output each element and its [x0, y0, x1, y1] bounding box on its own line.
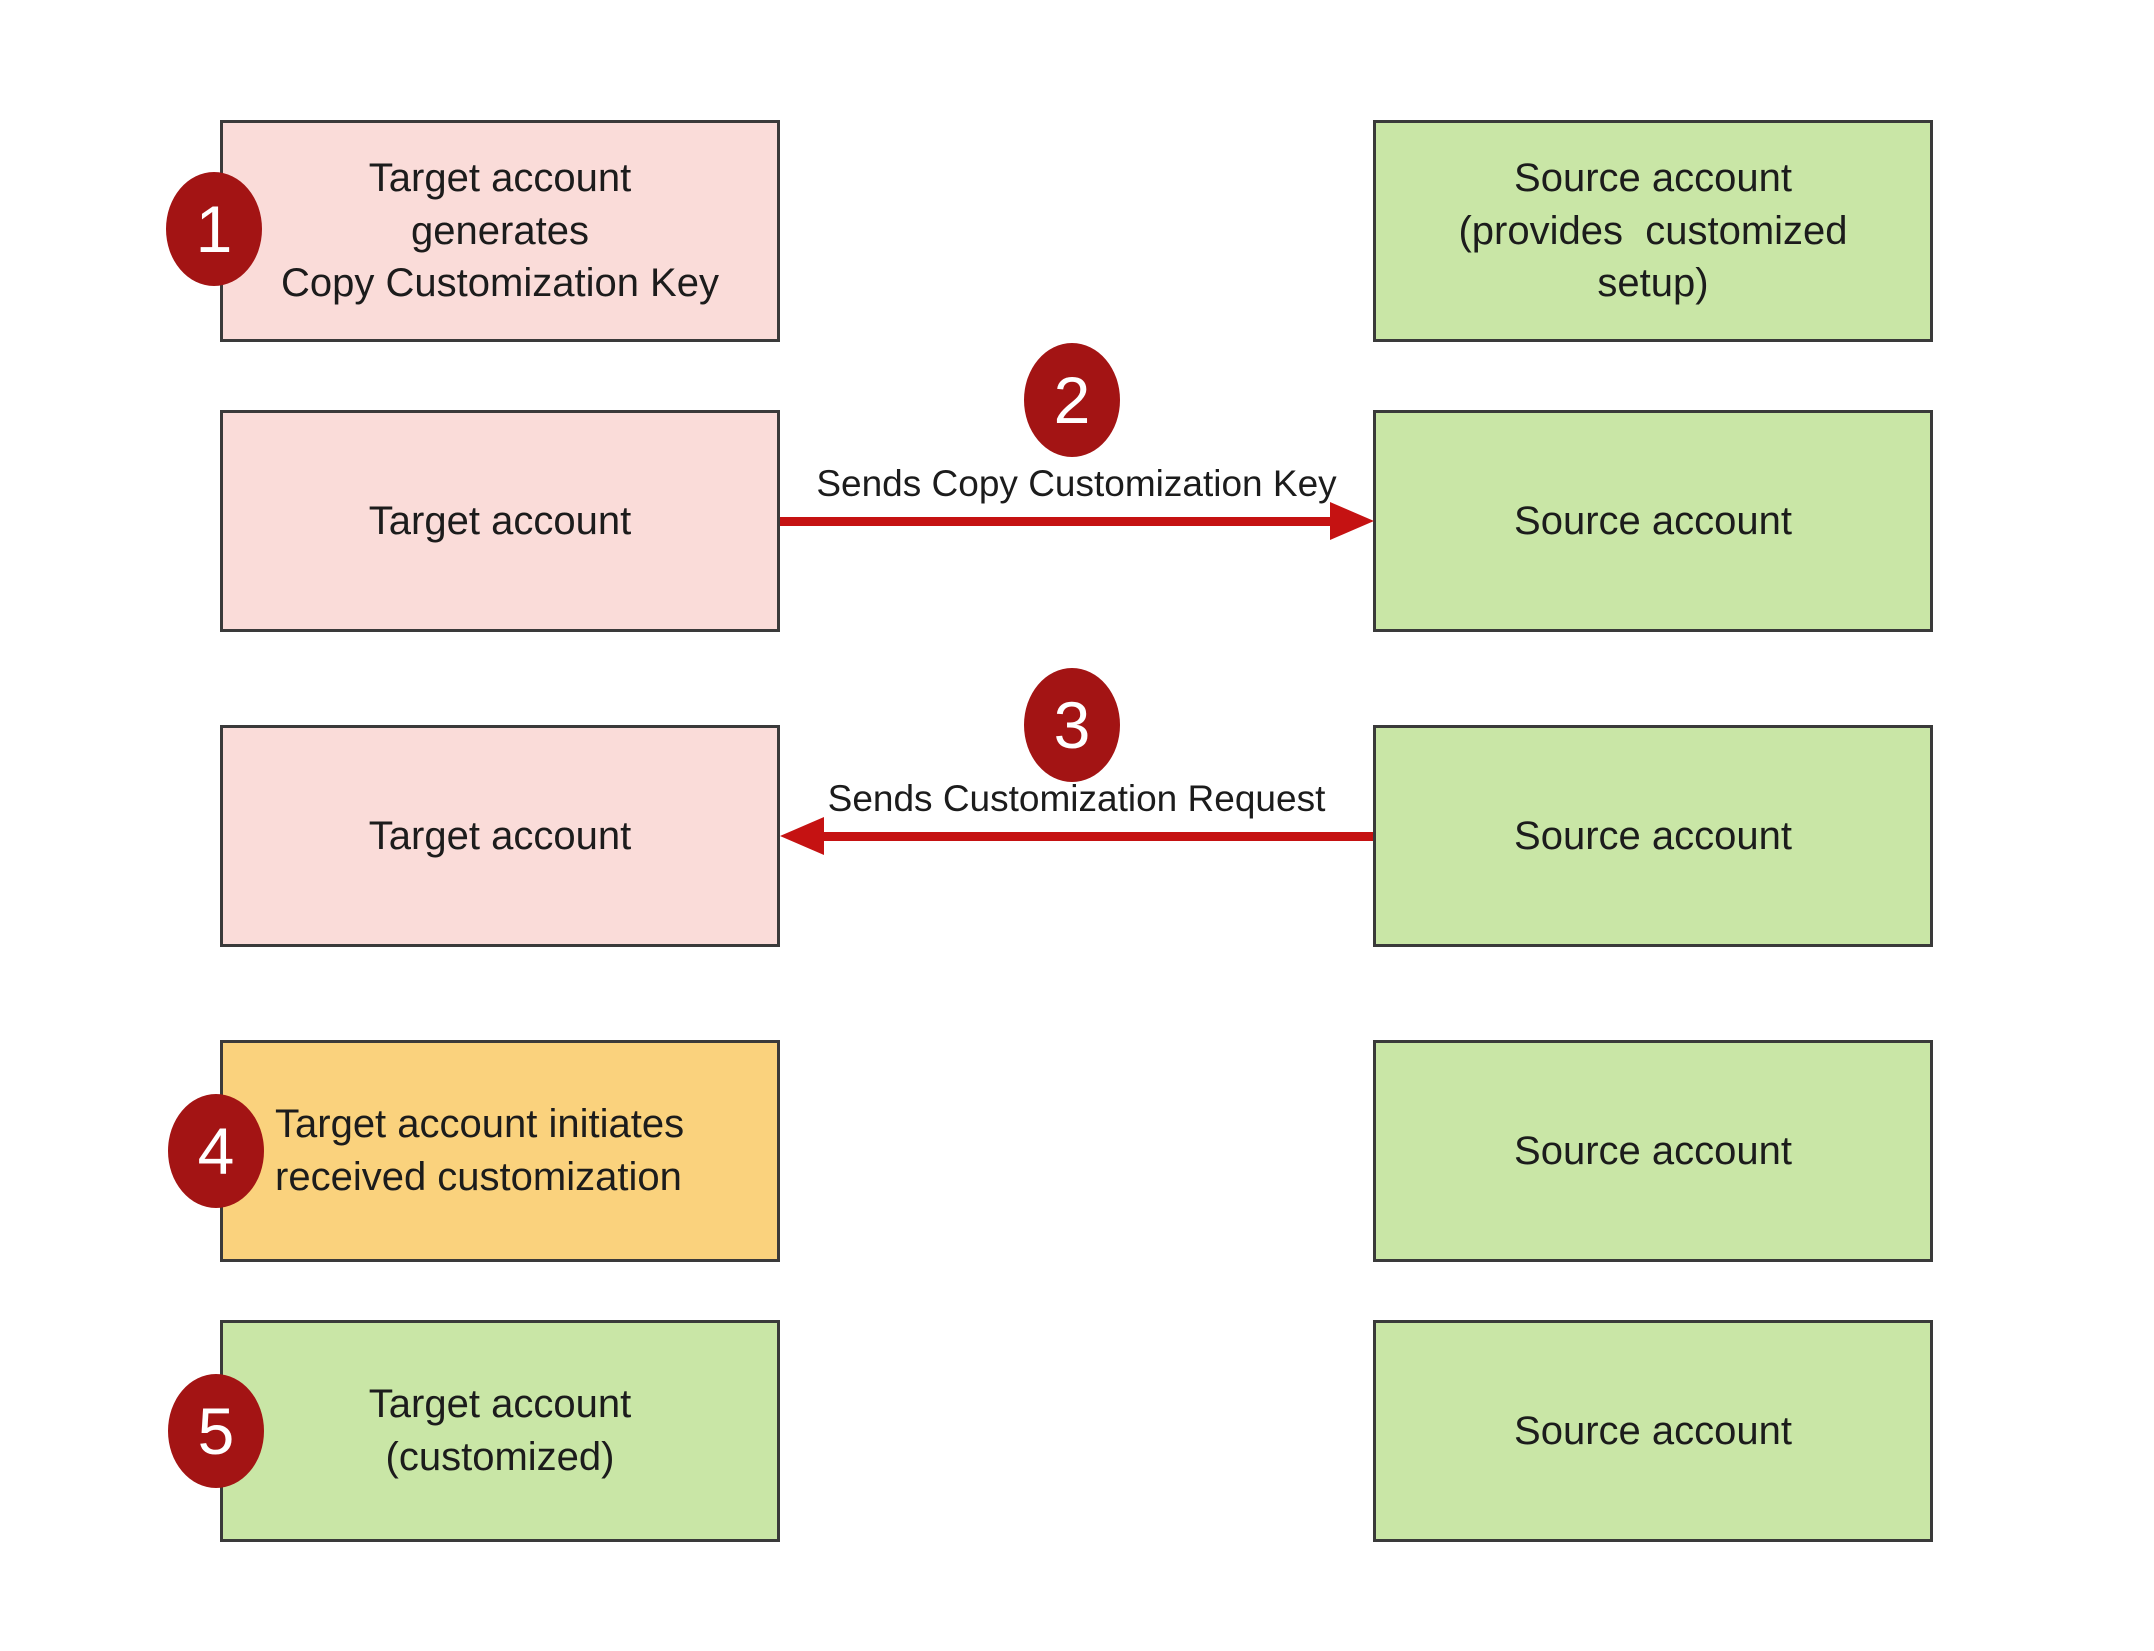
step-3-arrow-label: Sends Customization Request — [827, 778, 1326, 819]
box-text-line: Target account — [368, 155, 632, 200]
box-text-line: generates — [411, 208, 589, 253]
step-5-target-account-box: Target account (customized) — [220, 1320, 780, 1542]
step-4-source-account-box: Source account — [1373, 1040, 1933, 1262]
step-1-number: 1 — [195, 192, 233, 266]
step-2-badge: 2 — [1024, 343, 1120, 457]
box-text-line: Source account — [1514, 1128, 1792, 1173]
box-text-line: (customized) — [385, 1435, 615, 1479]
step-5-badge: 5 — [168, 1374, 264, 1488]
box-text-line: Target account — [368, 498, 632, 543]
step-5-source-account-box: Source account — [1373, 1320, 1933, 1542]
box-text-line: Target account — [368, 813, 632, 858]
step-2-arrow-label: Sends Copy Customization Key — [816, 463, 1337, 504]
step-5-number: 5 — [197, 1394, 235, 1468]
step-2-number: 2 — [1053, 363, 1091, 437]
step-1-source-account-box: Source account (provides customized setu… — [1373, 120, 1933, 342]
step-3-source-account-box: Source account — [1373, 725, 1933, 947]
step-1-target-account-box: Target account generates Copy Customizat… — [220, 120, 780, 342]
step-2-source-account-box: Source account — [1373, 410, 1933, 632]
box-text-line: setup) — [1597, 261, 1709, 306]
step-4-number: 4 — [197, 1114, 235, 1188]
box-text-line: (provides customized — [1458, 208, 1848, 253]
box-text-line: Source account — [1514, 155, 1792, 200]
step-3-badge: 3 — [1024, 668, 1120, 782]
step-2-arrow — [780, 517, 1332, 526]
arrowhead-left-icon — [780, 817, 824, 855]
step-4-badge: 4 — [168, 1094, 264, 1208]
step-3-arrow — [822, 832, 1373, 841]
step-3-target-account-box: Target account — [220, 725, 780, 947]
step-4-target-account-box: Target account initiates received custom… — [220, 1040, 780, 1262]
box-text-line: Target account — [368, 1382, 632, 1427]
step-3-number: 3 — [1053, 688, 1091, 762]
step-2-target-account-box: Target account — [220, 410, 780, 632]
arrowhead-right-icon — [1330, 502, 1374, 540]
box-text-line: Source account — [1514, 498, 1792, 543]
box-text-line: Target account initiates — [275, 1102, 685, 1147]
box-text-line: received customization — [275, 1155, 682, 1199]
box-text-line: Source account — [1514, 1408, 1792, 1453]
step-1-badge: 1 — [166, 172, 262, 286]
box-text-line: Copy Customization Key — [281, 261, 719, 306]
box-text-line: Source account — [1514, 813, 1792, 858]
